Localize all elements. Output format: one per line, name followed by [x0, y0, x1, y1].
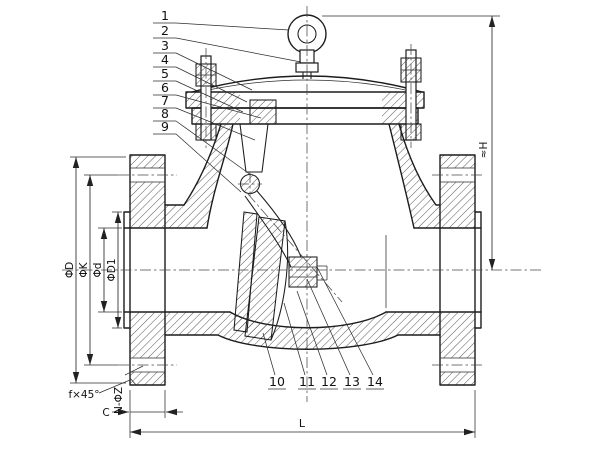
callout-11: 11: [283, 302, 316, 390]
left-flange: [123, 154, 166, 386]
dim-flange-thickness: C: [102, 390, 183, 419]
callout-10: 10: [262, 332, 286, 390]
body-shell: [123, 123, 482, 350]
callout-1: 1: [153, 8, 290, 31]
callout-7: 7: [153, 93, 256, 141]
svg-text:2: 2: [161, 23, 169, 38]
svg-text:8: 8: [161, 106, 169, 121]
svg-text:12: 12: [321, 374, 337, 389]
callouts-bottom: 10 11 12 13 14: [262, 266, 384, 390]
dim-flange-od: ΦD: [64, 156, 126, 384]
callout-13: 13: [306, 278, 361, 390]
callout-14: 14: [316, 266, 384, 390]
hinge-boss: [249, 99, 277, 125]
callout-8: 8: [153, 106, 252, 176]
svg-text:10: 10: [269, 374, 285, 389]
note-label-chamfer: f×45°: [68, 389, 99, 401]
note-chamfer: f×45°: [68, 379, 131, 401]
callout-9: 9: [153, 119, 242, 193]
note-bolt-holes: N-ΦZ: [113, 365, 144, 414]
dim-label-flange-thickness: C: [102, 407, 109, 419]
disc-axis-centerline: [247, 193, 343, 303]
dim-raised-face: ΦD1: [106, 211, 122, 329]
dim-bolt-circle: ΦK: [78, 174, 118, 366]
callout-5: 5: [153, 66, 244, 113]
note-label-bolt-holes: N-ΦZ: [113, 387, 125, 414]
svg-text:5: 5: [161, 66, 169, 81]
callout-12: 12: [296, 290, 338, 390]
callout-4: 4: [153, 52, 248, 103]
bonnet: [185, 75, 425, 125]
dim-label-raised-face: ΦD1: [106, 258, 118, 281]
hinge-bracket: [239, 123, 269, 173]
dim-height: ≈H: [322, 15, 500, 270]
svg-text:3: 3: [161, 38, 169, 53]
dimensions: ΦD ΦK Φd ΦD1 ≈H: [64, 15, 500, 438]
centerlines: [62, 6, 542, 402]
svg-text:4: 4: [161, 52, 169, 67]
svg-text:6: 6: [161, 80, 169, 95]
svg-text:13: 13: [344, 374, 360, 389]
svg-text:11: 11: [299, 374, 315, 389]
callout-3: 3: [153, 38, 253, 91]
dim-label-height: ≈H: [478, 142, 490, 159]
disc-nut: [288, 256, 328, 288]
callouts-top: 1 2 3 4 5 6 7 8: [153, 8, 302, 193]
internal-trim: [233, 99, 328, 341]
dim-length: L: [129, 390, 476, 438]
dim-label-flange-od: ΦD: [64, 262, 76, 278]
svg-text:14: 14: [367, 374, 383, 389]
callout-2: 2: [153, 23, 302, 63]
svg-text:9: 9: [161, 119, 169, 134]
callout-6: 6: [153, 80, 262, 119]
dim-label-bore: Φd: [92, 263, 104, 278]
svg-text:1: 1: [161, 8, 169, 23]
svg-text:7: 7: [161, 93, 169, 108]
dim-label-length: L: [299, 417, 306, 430]
dim-label-bolt-circle: ΦK: [78, 261, 90, 277]
valve-body: [123, 14, 482, 386]
